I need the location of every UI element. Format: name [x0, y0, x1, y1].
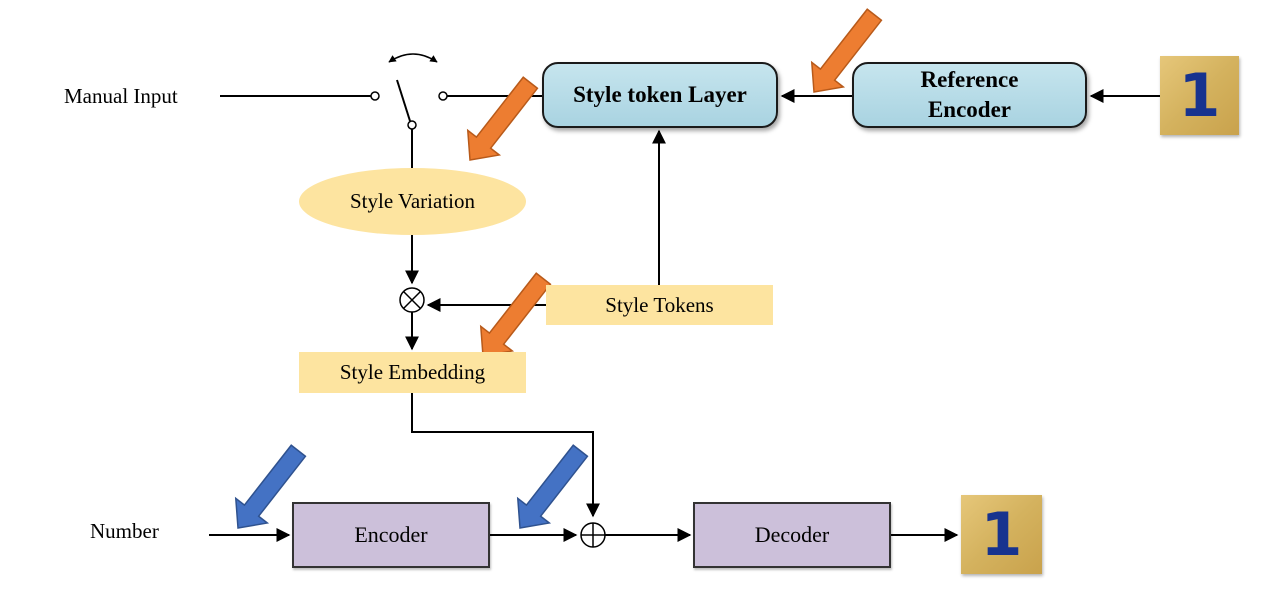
- input-digit-image: 1: [1160, 56, 1239, 135]
- output-digit-image: 1: [961, 495, 1042, 574]
- reference-encoder-box: Reference Encoder: [852, 62, 1087, 128]
- manual-input-label: Manual Input: [64, 84, 178, 108]
- encoder-box: Encoder: [292, 502, 490, 568]
- style-token-layer-box: Style token Layer: [542, 62, 778, 128]
- style-embedding-box: Style Embedding: [299, 352, 526, 393]
- orange-highlight-arrow-embedding: [479, 272, 552, 357]
- decoder-box: Decoder: [693, 502, 891, 568]
- orange-highlight-arrow-style-token: [466, 76, 539, 161]
- style-variation-node: Style Variation: [299, 168, 526, 235]
- blue-highlight-arrow-encoder-output: [516, 444, 589, 529]
- switch-pivot: [407, 120, 417, 130]
- input-digit-image-bg: [1160, 56, 1239, 135]
- blue-highlight-arrow-number: [234, 444, 307, 529]
- switch-blade: [396, 79, 411, 122]
- switch-terminal-right: [438, 91, 448, 101]
- output-digit-image-bg: [961, 495, 1042, 574]
- style-tokens-box: Style Tokens: [546, 285, 773, 325]
- style-embedding-to-sum-line: [411, 393, 600, 518]
- orange-highlight-arrow-reference: [810, 8, 883, 93]
- switch-terminal-left: [370, 91, 380, 101]
- switch-toggle-arrow: [388, 53, 438, 63]
- number-label: Number: [90, 519, 159, 543]
